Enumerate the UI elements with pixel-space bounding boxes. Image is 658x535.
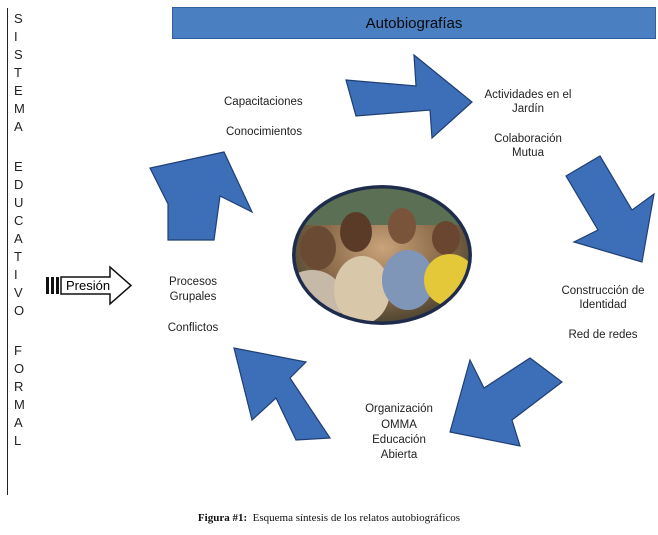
node-grupales: Grupales <box>169 291 217 303</box>
node-mutua: Mutua <box>512 147 544 159</box>
node-conocimientos: Conocimientos <box>226 126 303 138</box>
side-letter: O <box>14 361 25 376</box>
side-divider-line <box>7 8 8 495</box>
title-bar: Autobiografías <box>172 7 656 39</box>
side-letter: M <box>14 397 25 412</box>
node-construccion: Construcción de <box>561 285 645 297</box>
side-letter: S <box>14 47 23 62</box>
cycle-arrow-left <box>149 151 254 241</box>
side-letter: E <box>14 159 23 174</box>
node-capacitaciones: Capacitaciones <box>224 96 303 108</box>
side-letter: L <box>14 433 22 448</box>
node-jardin: Jardín <box>512 103 544 115</box>
node-identidad: Identidad <box>579 299 627 311</box>
diagram-title: Autobiografías <box>365 14 463 32</box>
node-organizacion: Organización <box>365 403 433 415</box>
node-conflictos: Conflictos <box>167 322 219 334</box>
node-omma: OMMA <box>381 419 417 431</box>
group-photo <box>292 185 472 325</box>
node-actividades: Actividades en el <box>484 89 572 101</box>
figure-caption: Figura #1: Esquema síntesis de los relat… <box>0 512 658 524</box>
side-letter: M <box>14 101 25 116</box>
caption-text: Esquema síntesis de los relatos autobiog… <box>252 512 461 524</box>
pressure-arrow: Presión <box>46 265 133 306</box>
side-letter: F <box>14 343 22 358</box>
side-letter: T <box>14 65 22 80</box>
side-label: S I S T E M A E D U C A T I V O F O R M … <box>0 0 40 495</box>
cycle-arrow-bottom-right <box>449 357 563 447</box>
side-letter: U <box>14 195 24 210</box>
side-letter: E <box>14 83 23 98</box>
side-letter: D <box>14 177 24 192</box>
side-letter: A <box>14 415 23 430</box>
side-letter: O <box>14 303 25 318</box>
cycle-arrow-top <box>345 53 473 140</box>
node-red-de-redes: Red de redes <box>568 329 638 341</box>
side-letter: V <box>14 285 23 300</box>
side-letter: R <box>14 379 24 394</box>
side-letter: I <box>14 267 18 282</box>
node-abierta: Abierta <box>380 449 418 461</box>
caption-label: Figura #1: <box>197 512 248 524</box>
node-procesos: Procesos <box>169 276 217 288</box>
cycle-arrow-bottom-left <box>233 347 332 441</box>
node-educacion: Educación <box>372 434 426 446</box>
pressure-label: Presión <box>66 278 110 293</box>
side-letter: S <box>14 11 23 26</box>
side-letter: C <box>14 213 24 228</box>
side-letter: I <box>14 29 18 44</box>
cycle-arrow-right <box>565 155 655 263</box>
side-letter: A <box>14 119 23 134</box>
side-letter: T <box>14 249 22 264</box>
side-letter: A <box>14 231 23 246</box>
node-colaboracion: Colaboración <box>494 133 562 145</box>
